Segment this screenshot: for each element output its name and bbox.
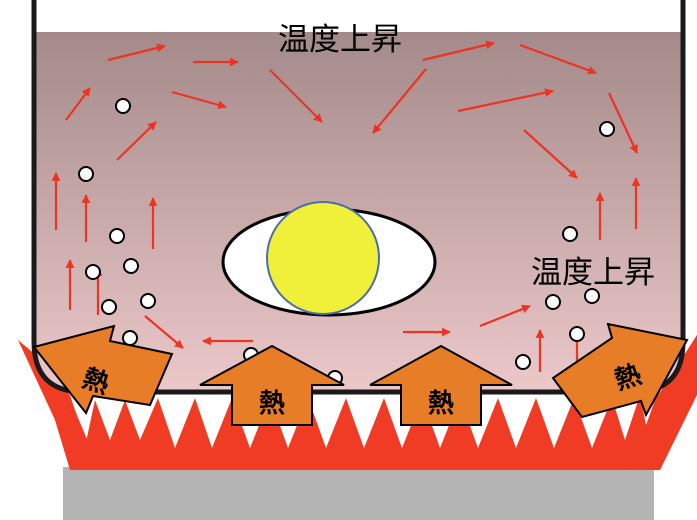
egg-yolk xyxy=(266,201,380,315)
pot-top-gap xyxy=(38,0,679,32)
flame-teeth xyxy=(80,395,655,470)
svg-text:熱: 熱 xyxy=(259,389,285,419)
stove-base xyxy=(63,467,654,520)
pot-wall xyxy=(31,0,686,395)
svg-text:熱: 熱 xyxy=(428,389,454,419)
convection-arrows xyxy=(51,40,641,372)
temp-rise-top-label: 温度上昇 xyxy=(278,22,402,58)
heat-arrow-1: 熱 xyxy=(32,324,174,415)
heat-arrow-2: 熱 xyxy=(199,344,345,426)
heat-arrow-3: 熱 xyxy=(369,344,513,426)
heat-arrow-4: 熱 xyxy=(551,322,689,419)
temp-rise-right-label: 温度上昇 xyxy=(531,255,655,291)
